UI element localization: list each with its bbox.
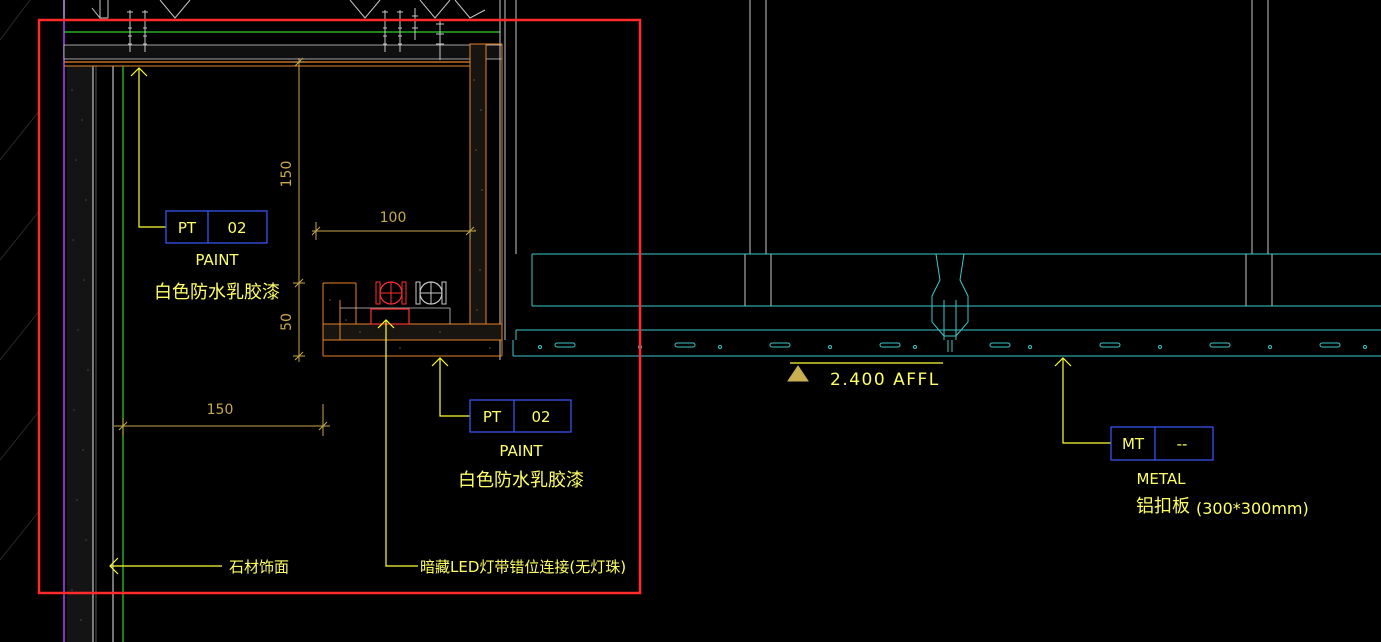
stone-finish-label: 石材饰面 (229, 558, 289, 576)
tag-box-3: MT -- METAL 铝扣板 (300*300mm) (1110, 426, 1309, 518)
selection-highlight-box[interactable] (37, 18, 642, 595)
wall-dotted-fill (67, 66, 93, 642)
tag2-number: 02 (531, 408, 550, 426)
panel-slots (538, 342, 1367, 349)
tag3-cn: 铝扣板 (1136, 496, 1190, 517)
leaders (109, 67, 1111, 575)
tag2-code: PT (483, 408, 502, 426)
led-fixture (370, 281, 447, 325)
ceiling-panel (512, 253, 1381, 357)
dim-150-horizontal: 150 (207, 402, 234, 418)
background-hatch (0, 0, 41, 561)
level-triangle-icon (787, 365, 809, 382)
tag2-cn: 白色防水乳胶漆 (458, 470, 584, 491)
tag-box-1: PT 02 PAINT 白色防水乳胶漆 (154, 210, 280, 303)
board-dots (329, 79, 491, 349)
top-slab (63, 0, 517, 360)
tag3-code: MT (1122, 435, 1145, 453)
wall-dots (71, 89, 89, 621)
tag1-number: 02 (227, 219, 246, 237)
level-label: 2.400 AFFL (830, 370, 940, 390)
tag3-en: METAL (1136, 470, 1186, 488)
dim-100: 100 (380, 210, 407, 226)
led-note-label: 暗藏LED灯带错位连接(无灯珠) (420, 558, 626, 576)
tag2-en: PAINT (499, 442, 543, 460)
tag1-en: PAINT (195, 251, 239, 269)
ceiling-box (322, 43, 503, 357)
dimension-lines (114, 57, 476, 436)
wall-section (63, 0, 124, 642)
tag3-size: (300*300mm) (1196, 499, 1309, 518)
dim-150-vertical: 150 (279, 161, 295, 188)
tag3-number: -- (1177, 435, 1188, 453)
ceiling-structure (744, 0, 1273, 307)
tag-box-2: PT 02 PAINT 白色防水乳胶漆 (458, 399, 584, 491)
tag1-cn: 白色防水乳胶漆 (154, 282, 280, 303)
tag1-code: PT (178, 219, 197, 237)
dim-50: 50 (279, 313, 295, 331)
